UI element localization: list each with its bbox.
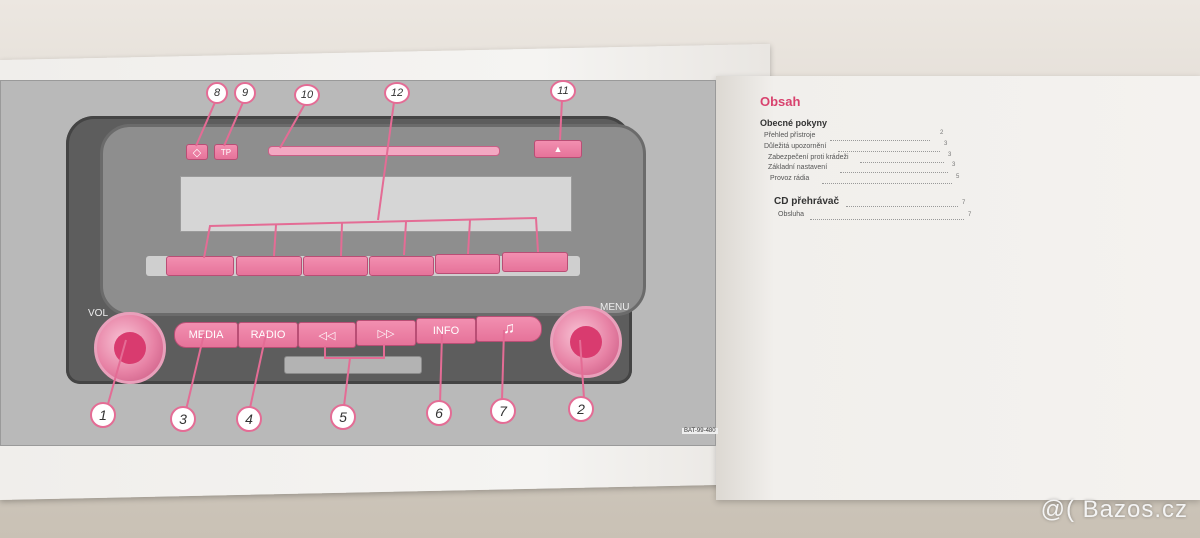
preset-button-6 <box>502 252 568 272</box>
toc-page: 3 <box>952 162 956 168</box>
preset-button-4 <box>369 256 434 276</box>
button-8: ◇ <box>186 144 208 160</box>
preset-button-5 <box>435 254 500 274</box>
rewind-button: ◁◁ <box>298 322 356 348</box>
bottom-slot <box>284 356 422 374</box>
toc-leader <box>838 151 940 152</box>
callout-5: 5 <box>330 404 356 430</box>
toc-leader <box>860 162 944 163</box>
callout-11: 11 <box>550 80 576 102</box>
toc-leader <box>810 219 964 220</box>
callout-8: 8 <box>206 82 228 104</box>
eject-button: ▲ <box>534 140 582 158</box>
toc-item: Provoz rádia <box>770 175 810 182</box>
vol-label: VOL <box>88 308 109 319</box>
toc-leader <box>846 206 958 207</box>
callout-3: 3 <box>170 406 196 432</box>
callout-1: 1 <box>90 402 116 428</box>
toc-page: 7 <box>962 200 966 206</box>
info-button: INFO <box>416 318 476 344</box>
toc-item: Obsluha <box>778 211 805 218</box>
toc-page: 3 <box>944 141 948 147</box>
figure-code: BAT-99-480 <box>682 428 718 434</box>
volume-knob-center <box>114 332 146 364</box>
toc-leader <box>822 183 952 184</box>
tp-button: TP <box>214 144 238 160</box>
toc-section-cd: CD přehrávač <box>774 196 840 207</box>
toc-item: Zabezpečení proti krádeži <box>768 154 849 161</box>
radio-button: RADIO <box>238 322 298 348</box>
toc-item: Přehled přístroje <box>764 132 816 139</box>
callout-4: 4 <box>236 406 262 432</box>
toc-leader <box>840 172 948 173</box>
toc-item: Důležitá upozornění <box>764 143 827 150</box>
preset-button-2 <box>236 256 302 276</box>
callout-9: 9 <box>234 82 256 104</box>
toc-page: 7 <box>968 212 972 218</box>
volume-knob <box>94 312 166 384</box>
forward-button: ▷▷ <box>356 320 416 346</box>
menu-knob-center <box>570 326 602 358</box>
watermark: @( Bazos.cz <box>1040 496 1188 523</box>
toc-item: Základní nastavení <box>768 164 828 171</box>
callout-10: 10 <box>294 84 320 106</box>
callout-2: 2 <box>568 396 594 422</box>
preset-button-3 <box>303 256 368 276</box>
callout-7: 7 <box>490 398 516 424</box>
media-button: MEDIA <box>174 322 238 348</box>
toc-page: 2 <box>940 130 944 136</box>
toc-section-general: Obecné pokyny <box>760 118 828 128</box>
toc-title: Obsah <box>760 94 801 109</box>
note-button: ♫ <box>476 316 542 342</box>
cd-insert-slot <box>268 146 500 156</box>
menu-knob <box>550 306 622 378</box>
radio-display <box>180 176 572 232</box>
preset-button-1 <box>166 256 234 276</box>
menu-label: MENU <box>600 302 630 313</box>
manual-right-page <box>716 76 1200 500</box>
callout-6: 6 <box>426 400 452 426</box>
toc-page: 3 <box>948 152 952 158</box>
callout-12: 12 <box>384 82 410 104</box>
toc-leader <box>830 140 930 141</box>
toc-page: 5 <box>956 174 960 180</box>
